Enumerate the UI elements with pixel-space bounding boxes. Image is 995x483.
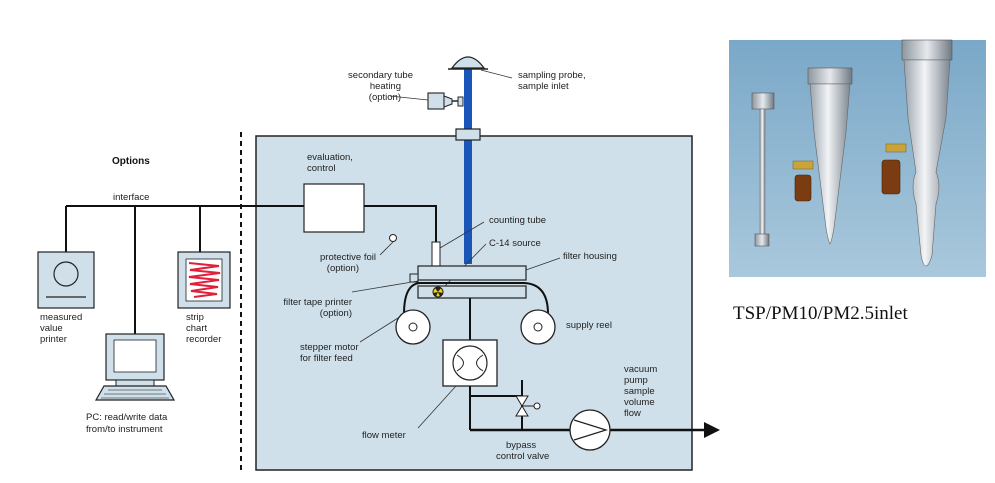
- interface-label: interface: [113, 192, 149, 203]
- heater-icon: [427, 92, 464, 110]
- c14-source-label: C-14 source: [489, 238, 541, 249]
- outflow-arrow: [704, 422, 720, 438]
- filter-housing-label: filter housing: [563, 251, 617, 262]
- bypass-valve-icon: [515, 395, 541, 417]
- filter-housing-lower: [417, 285, 527, 299]
- printer-icon: [37, 251, 95, 309]
- inlet-photo: [729, 39, 986, 277]
- evaluation-label: evaluation,control: [307, 152, 353, 174]
- counting-tube: [431, 241, 441, 267]
- supply-reel-icon: [520, 309, 556, 345]
- photo-caption: TSP/PM10/PM2.5inlet: [733, 303, 908, 324]
- filter-tape: [403, 282, 549, 315]
- takeup-reel-icon: [395, 309, 431, 345]
- counting-tube-label: counting tube: [489, 215, 546, 226]
- options-title: Options: [112, 156, 150, 167]
- flow-meter-label: flow meter: [362, 430, 406, 441]
- sampling-probe-label: sampling probe,sample inlet: [518, 70, 586, 92]
- sample-inlet-icon: [450, 56, 486, 69]
- probe-tube: [464, 66, 472, 264]
- filter-housing-upper: [417, 265, 527, 281]
- protective-foil-label: protective foil(option): [320, 252, 376, 274]
- strip-chart-recorder-icon: [177, 251, 231, 309]
- vacuum-pump-icon: [569, 409, 611, 451]
- filter-tape-printer-label: filter tape printer(option): [283, 297, 352, 319]
- radiation-source-icon: [432, 286, 444, 298]
- interface-line: [66, 205, 437, 242]
- protective-foil-icon: [389, 234, 397, 242]
- evaluation-control-box: [303, 183, 365, 233]
- probe-flange: [455, 128, 481, 141]
- supply-reel-label: supply reel: [566, 320, 612, 331]
- pc-icon: [94, 333, 176, 401]
